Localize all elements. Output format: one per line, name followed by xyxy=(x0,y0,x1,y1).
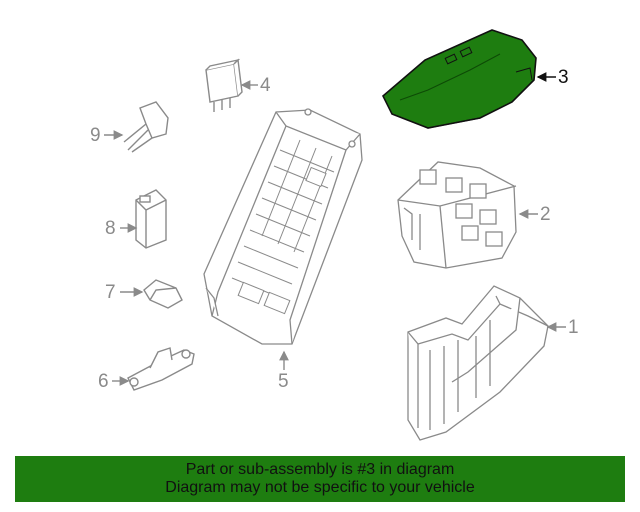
part-8-maxi-fuse[interactable] xyxy=(135,189,167,249)
callout-9: 9 xyxy=(90,125,101,146)
part-6-fusible-link[interactable] xyxy=(127,347,195,391)
callout-3: 3 xyxy=(558,67,569,88)
part-2-relay-block[interactable] xyxy=(397,161,517,269)
part-3-cover[interactable] xyxy=(382,29,537,129)
callout-2: 2 xyxy=(540,204,551,225)
part-5-fuse-block[interactable] xyxy=(203,108,363,345)
callout-1: 1 xyxy=(568,317,579,338)
callout-7: 7 xyxy=(105,282,116,303)
banner-line-disclaimer: Diagram may not be specific to your vehi… xyxy=(165,479,475,496)
callout-4: 4 xyxy=(260,75,271,96)
info-banner: Part or sub-assembly is #3 in diagram Di… xyxy=(15,456,625,502)
callout-5: 5 xyxy=(278,371,289,392)
part-7-mini-fuse[interactable] xyxy=(143,279,183,309)
part-9-fuse-puller[interactable] xyxy=(123,101,169,153)
callout-6: 6 xyxy=(98,371,109,392)
callout-8: 8 xyxy=(105,218,116,239)
part-4-relay[interactable] xyxy=(205,58,243,112)
parts-diagram xyxy=(104,29,566,441)
part-1-lower-housing[interactable] xyxy=(407,285,549,441)
banner-line-part: Part or sub-assembly is #3 in diagram xyxy=(185,461,455,478)
